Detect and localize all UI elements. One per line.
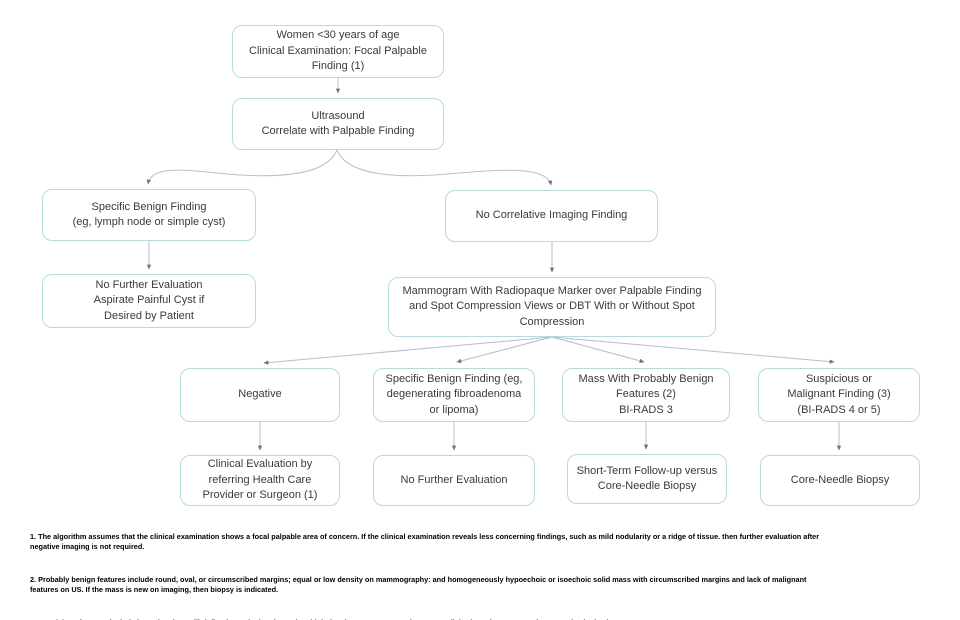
footnotes-block: 1. The algorithm assumes that the clinic… <box>30 522 946 620</box>
footnote-3: 3. Suspicious features include irregular… <box>30 618 946 620</box>
edge-mammogram-to-suspicious <box>551 336 835 364</box>
edge-mammogram-to-benignfibro <box>456 336 553 364</box>
footnote-2: 2. Probably benign features include roun… <box>30 575 807 594</box>
edge-ultrasound-to-nocorrelative <box>336 149 553 186</box>
edge-mammogram-to-negative <box>263 336 553 365</box>
node-women-under-30: Women <30 years of age Clinical Examinat… <box>232 25 444 78</box>
edge-ultrasound-to-benign <box>146 149 338 185</box>
node-negative: Negative <box>180 368 340 422</box>
node-ultrasound: Ultrasound Correlate with Palpable Findi… <box>232 98 444 150</box>
node-short-term-followup-vs-biopsy: Short-Term Follow-up versus Core-Needle … <box>567 454 727 504</box>
node-probably-benign-birads3: Mass With Probably Benign Features (2) B… <box>562 368 730 422</box>
node-no-further-eval-aspirate: No Further Evaluation Aspirate Painful C… <box>42 274 256 328</box>
node-core-needle-biopsy: Core-Needle Biopsy <box>760 455 920 506</box>
footnote-1: 1. The algorithm assumes that the clinic… <box>30 532 820 551</box>
node-no-correlative-finding: No Correlative Imaging Finding <box>445 190 658 242</box>
node-specific-benign-fibroadenoma: Specific Benign Finding (eg, degeneratin… <box>373 368 535 422</box>
node-suspicious-birads45: Suspicious or Malignant Finding (3) (BI-… <box>758 368 920 422</box>
node-no-further-evaluation: No Further Evaluation <box>373 455 535 506</box>
node-specific-benign-cyst: Specific Benign Finding (eg, lymph node … <box>42 189 256 241</box>
edge-mammogram-to-birads3 <box>551 336 645 363</box>
node-clinical-evaluation-referral: Clinical Evaluation by referring Health … <box>180 455 340 506</box>
node-mammogram-spot-compression: Mammogram With Radiopaque Marker over Pa… <box>388 277 716 337</box>
